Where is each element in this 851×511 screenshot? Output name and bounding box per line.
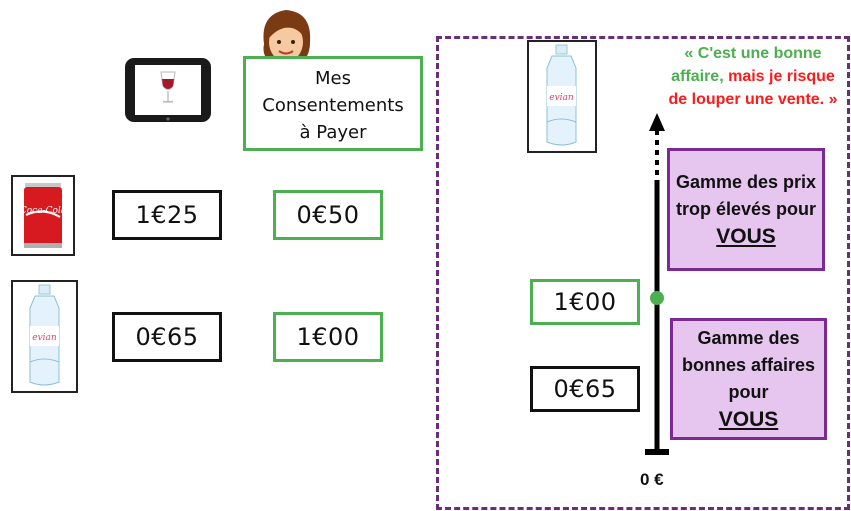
quote-green-part: « C'est une bonne affaire, — [671, 45, 822, 85]
quote-red-part: mais je risque de louper une vente. » — [668, 68, 838, 108]
tablet-wine-icon — [123, 56, 213, 124]
consent-header-box: Mes Consentements à Payer — [243, 56, 423, 151]
woman-avatar-icon — [256, 4, 316, 80]
panel-price-box: 0€65 — [530, 366, 640, 412]
range-high-emphasis: VOUS — [716, 224, 776, 248]
panel-consent-box: 1€00 — [530, 279, 640, 325]
axis-zero-label: 0 € — [640, 470, 664, 489]
coca-cola-can-icon: Coca-Cola — [11, 175, 75, 256]
row-consent-box: 0€50 — [273, 190, 383, 240]
range-low-text: Gamme des bonnes affaires pour — [681, 327, 816, 402]
svg-text:evian: evian — [549, 93, 574, 103]
seller-quote: « C'est une bonne affaire, mais je risqu… — [668, 42, 838, 138]
price-axis — [640, 110, 680, 460]
panel-evian-bottle-icon: evian — [527, 40, 597, 153]
row-price-box: 0€65 — [112, 312, 222, 362]
range-high-text: Gamme des prix trop élevés pour — [675, 171, 817, 219]
row-consent-box: 1€00 — [273, 312, 383, 362]
analysis-panel — [436, 36, 850, 510]
range-low-emphasis: VOUS — [718, 407, 779, 431]
evian-bottle-icon: evian — [11, 280, 78, 393]
row-price-box: 1€25 — [112, 190, 222, 240]
svg-text:evian: evian — [32, 333, 57, 343]
svg-text:Coca-Cola: Coca-Cola — [20, 206, 66, 216]
